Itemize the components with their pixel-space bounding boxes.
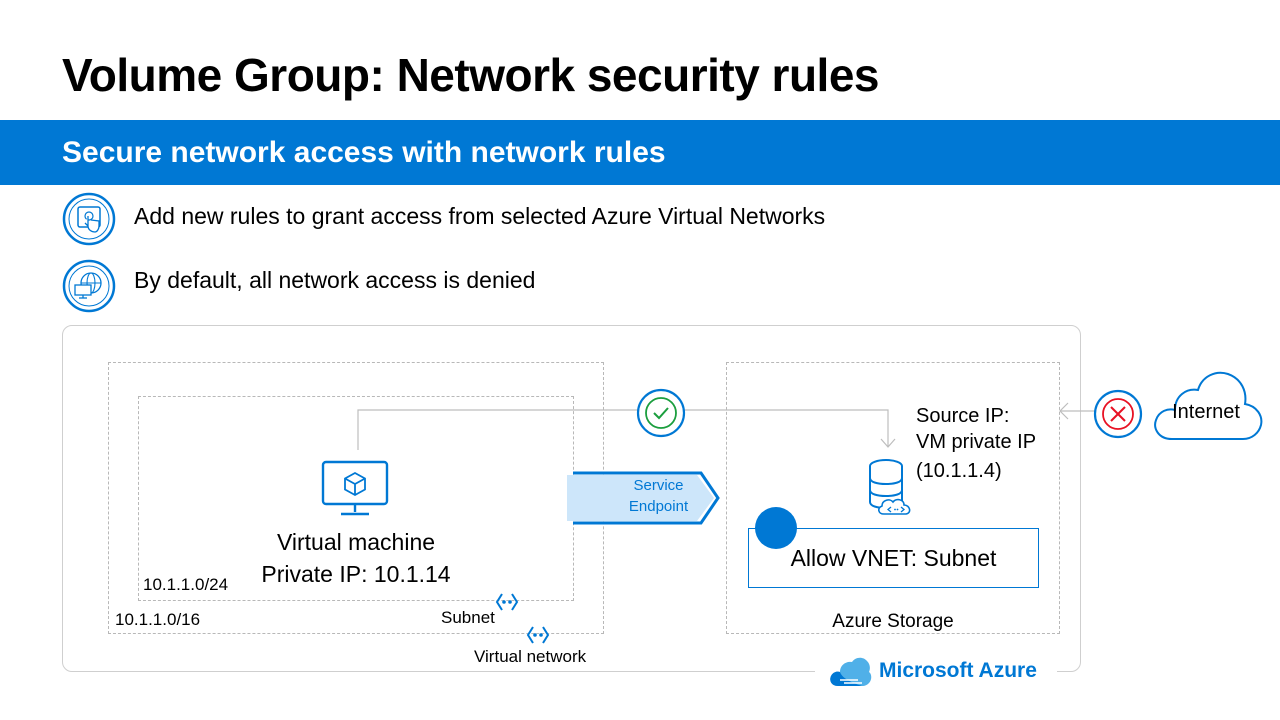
- touch-screen-icon: [62, 192, 116, 246]
- allow-check-icon: [636, 388, 686, 438]
- storage-label: Azure Storage: [832, 611, 954, 632]
- rule-indicator-dot: [755, 507, 797, 549]
- brand-name: Microsoft Azure: [879, 659, 1037, 682]
- network-rule-box: [748, 528, 1039, 588]
- deny-icon: [1093, 389, 1143, 439]
- banner-text: Secure network access with network rules: [62, 136, 666, 169]
- azure-cloud-logo-icon: [830, 657, 872, 686]
- bullet-text-2: By default, all network access is denied: [134, 267, 536, 293]
- service-endpoint-line1: Service: [633, 477, 684, 494]
- connector-arrow: [357, 409, 896, 450]
- service-endpoint-line2: Endpoint: [628, 498, 689, 515]
- source-ip-label: Source IP:: [916, 405, 1010, 427]
- virtual-machine-icon: [321, 460, 389, 516]
- virtual-network-icon: [526, 626, 550, 644]
- bullet-text-1: Add new rules to grant access from selec…: [134, 203, 826, 229]
- storage-database-icon: [869, 459, 911, 515]
- internet-arrow: [1059, 402, 1096, 420]
- subtitle-banner: Secure network access with network rules: [0, 120, 1280, 185]
- source-ip-value: VM private IP: [916, 431, 1037, 453]
- vm-title: Virtual machine: [276, 529, 436, 555]
- diagram-frame: [62, 325, 1081, 672]
- globe-monitor-icon: [62, 259, 116, 313]
- vnet-label: Virtual network: [474, 647, 587, 666]
- storage-box: [726, 362, 1060, 634]
- vnet-cidr: 10.1.1.0/16: [115, 610, 201, 629]
- page-title: Volume Group: Network security rules: [62, 49, 880, 101]
- service-endpoint-arrow: [567, 471, 720, 525]
- source-ip-address: (10.1.1.4): [916, 460, 1002, 482]
- rule-label: Allow VNET: Subnet: [790, 545, 997, 571]
- vm-private-ip: Private IP: 10.1.14: [261, 561, 451, 587]
- subnet-icon: [495, 593, 519, 611]
- subnet-label: Subnet: [441, 608, 495, 627]
- internet-label: Internet: [1172, 401, 1240, 423]
- internet-cloud-icon: [1154, 371, 1263, 440]
- subnet-cidr: 10.1.1.0/24: [143, 575, 229, 594]
